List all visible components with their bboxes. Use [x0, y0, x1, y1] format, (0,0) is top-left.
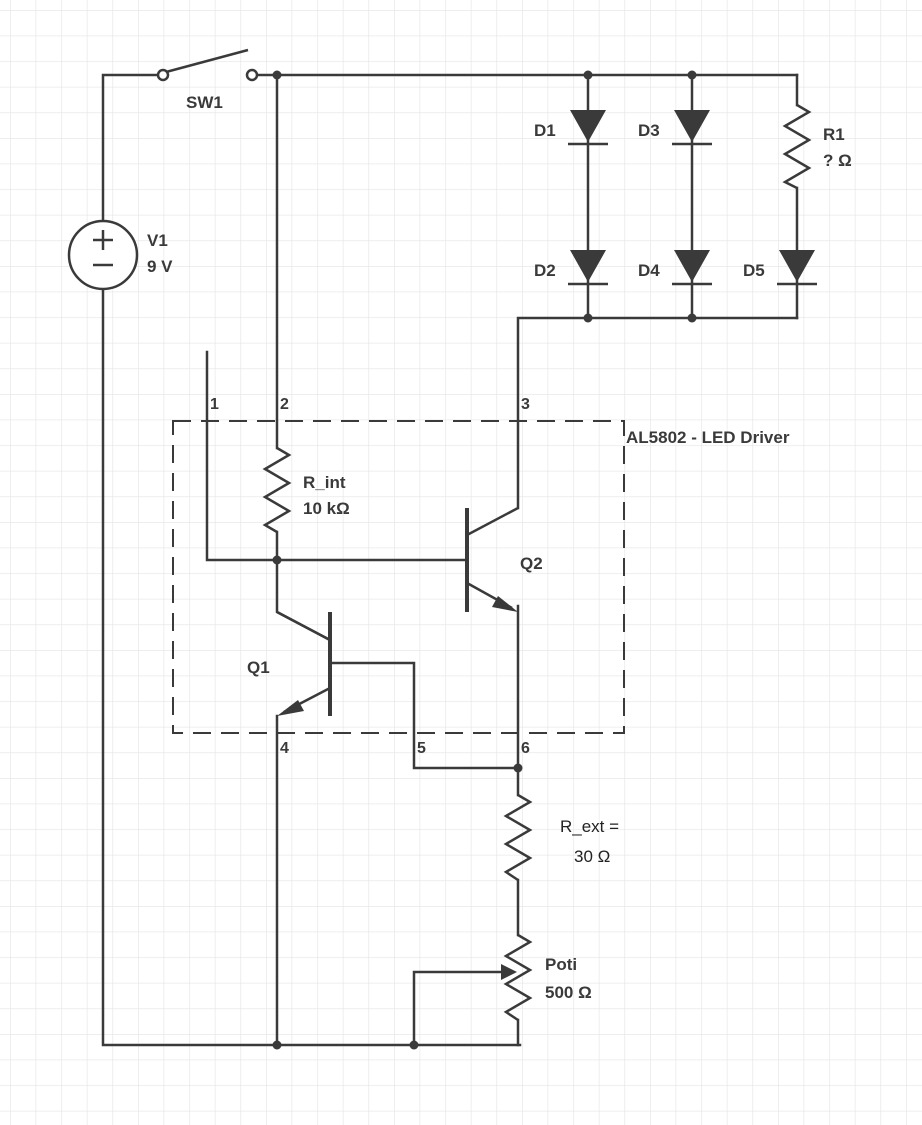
diode-d4	[672, 250, 712, 286]
source-value: 9 V	[147, 257, 173, 276]
pin-1-label: 1	[210, 396, 219, 413]
diode-d2-label: D2	[534, 261, 556, 280]
poti-label: Poti	[545, 955, 577, 974]
diode-d1	[568, 110, 608, 146]
q2-label: Q2	[520, 554, 543, 573]
pin-2-label: 2	[280, 396, 289, 413]
source-label: V1	[147, 231, 168, 250]
resistor-r-int	[262, 446, 292, 534]
diode-d3-label: D3	[638, 121, 660, 140]
resistor-r1	[782, 103, 812, 190]
diode-d5	[777, 250, 817, 286]
pin-5-label: 5	[417, 740, 426, 757]
junctions	[272, 70, 697, 1050]
ic-boundary	[172, 420, 625, 734]
pin-3-label: 3	[521, 396, 530, 413]
q1-label: Q1	[247, 658, 270, 677]
ic-label: AL5802 - LED Driver	[626, 428, 790, 447]
voltage-source-v1	[67, 219, 139, 291]
diode-d4-label: D4	[638, 261, 660, 280]
pin-6-label: 6	[521, 740, 530, 757]
transistor-q1	[276, 610, 332, 716]
r-int-value: 10 kΩ	[303, 499, 350, 518]
r1-value: ? Ω	[823, 151, 852, 170]
r1-label: R1	[823, 125, 845, 144]
diode-d3	[672, 110, 712, 146]
potentiometer	[501, 933, 533, 1022]
poti-value: 500 Ω	[545, 983, 592, 1002]
r-ext-value: 30 Ω	[574, 847, 610, 866]
r-ext-label: R_ext =	[560, 817, 619, 836]
switch-sw1	[156, 48, 259, 82]
diode-d5-label: D5	[743, 261, 765, 280]
transistor-q2	[465, 506, 519, 612]
r-int-label: R_int	[303, 473, 346, 492]
diode-d1-label: D1	[534, 121, 556, 140]
diode-d2	[568, 250, 608, 286]
resistor-r-ext	[503, 793, 533, 882]
switch-label: SW1	[186, 93, 223, 112]
pin-4-label: 4	[280, 740, 289, 757]
